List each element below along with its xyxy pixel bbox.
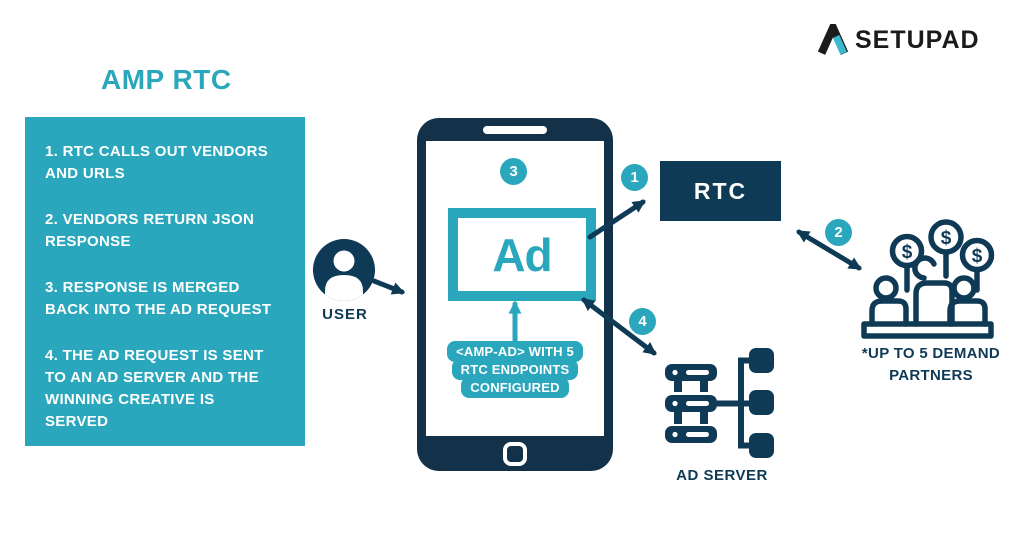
- demand-partners-label: *UP TO 5 DEMAND PARTNERS: [861, 345, 1001, 384]
- rtc-node-label: RTC: [693, 177, 748, 204]
- amp-ad-note: <AMP-AD> WITH 5 RTC ENDPOINTS CONFIGURED: [433, 341, 597, 398]
- demand-partners-icon: $ $ $: [861, 219, 995, 339]
- setupad-logo-mark-icon: [818, 24, 848, 55]
- smartphone: Ad: [417, 118, 613, 471]
- amp-ad-note-line-1: <AMP-AD> WITH 5: [447, 341, 583, 362]
- step-4-text: 4. THE AD REQUEST IS SENT TO AN AD SERVE…: [45, 347, 264, 430]
- user-label: USER: [322, 306, 368, 323]
- setupad-logo-text: SETUPAD: [855, 25, 980, 54]
- amp-ad-note-line-3: CONFIGURED: [461, 377, 569, 398]
- amp-ad-note-line-2: RTC ENDPOINTS: [451, 359, 579, 380]
- dollar-sign-paddle-left: $: [902, 242, 913, 263]
- phone-home-button: [503, 442, 527, 466]
- steps-panel: 1. RTC CALLS OUT VENDORS AND URLS 2. VEN…: [25, 117, 305, 446]
- badge-step-1: 1: [621, 164, 648, 191]
- step-2-text: 2. VENDORS RETURN JSON RESPONSE: [45, 211, 255, 250]
- dollar-sign-paddle-middle: $: [941, 228, 952, 249]
- arrow-user-to-phone: [371, 278, 405, 295]
- user-avatar-icon: [313, 239, 375, 301]
- dollar-sign-paddle-right: $: [972, 246, 983, 267]
- badge-step-3: 3: [500, 158, 527, 185]
- setupad-logo: SETUPAD: [818, 24, 980, 56]
- badge-step-2: 2: [825, 219, 852, 246]
- ad-server-label: AD SERVER: [676, 467, 768, 484]
- page-title: AMP RTC: [101, 64, 232, 95]
- ad-slot-label: Ad: [492, 228, 552, 281]
- ad-server-icon: [665, 348, 774, 458]
- ad-slot-frame: Ad: [448, 208, 596, 301]
- step-1-text: 1. RTC CALLS OUT VENDORS AND URLS: [45, 143, 269, 182]
- phone-speaker: [483, 126, 547, 134]
- step-3-text: 3. RESPONSE IS MERGED BACK INTO THE AD R…: [45, 279, 272, 318]
- rtc-node: RTC: [660, 161, 781, 221]
- badge-step-4: 4: [629, 308, 656, 335]
- phone-screen: Ad: [426, 141, 604, 436]
